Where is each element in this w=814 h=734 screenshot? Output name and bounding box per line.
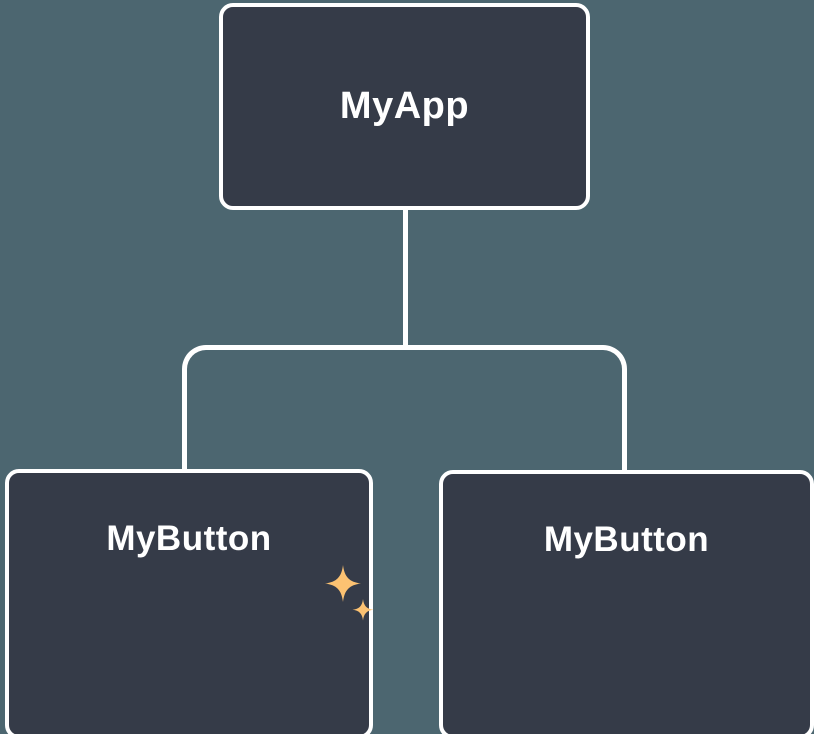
child-node-label: MyButton: [543, 520, 710, 559]
connector-stem: [403, 206, 408, 349]
child-node-label: MyButton: [106, 519, 272, 558]
child-node-right: MyButton count 0: [439, 470, 814, 734]
root-node-label: MyApp: [339, 85, 470, 127]
child-node-left: MyButton count 1: [5, 469, 374, 734]
connector-bracket: [182, 345, 627, 473]
sparkles-icon: [325, 565, 374, 621]
root-node: MyApp: [219, 3, 590, 210]
